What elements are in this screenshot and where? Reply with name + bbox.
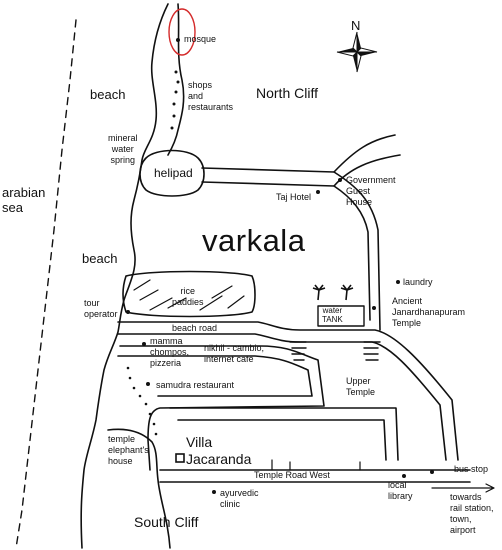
compass-icon: [336, 31, 378, 73]
coastline-dashed: [15, 19, 77, 549]
helipad-label: helipad: [154, 166, 193, 180]
mosque-highlight: [168, 8, 196, 56]
water-tank: [317, 305, 365, 327]
north-cliff-edge: [167, 3, 185, 156]
towards-rail-label: towards rail station, town, airport: [450, 492, 494, 535]
beach-top-label: beach: [90, 87, 126, 102]
ayurvedic-label: ayurvedic clinic: [220, 488, 259, 509]
bus-stop-label: bus stop: [454, 464, 489, 474]
mamma-chompos-label: mamma chompos, pizzeria: [150, 336, 190, 368]
beach-road-label: beach road: [172, 323, 218, 333]
tour-operator-label: tour operator: [84, 298, 118, 319]
villa-jacaranda-marker: [175, 453, 185, 463]
elephant-house-label: temple elephant's house: [108, 434, 149, 466]
palm-trees-icon: [312, 284, 354, 301]
north-cliff-label: North Cliff: [256, 85, 318, 101]
compass-n-label: N: [351, 18, 361, 33]
water-tank-label: water TANK: [322, 306, 343, 324]
road-east-2: [333, 185, 371, 321]
sea-label: arabian sea: [2, 185, 46, 215]
temple-road-label: Temple Road West: [254, 470, 330, 480]
temple-steps: [289, 341, 381, 361]
mosque-label: mosque: [184, 34, 217, 44]
temple-label: Ancient Janardhanapuram Temple: [392, 296, 466, 328]
library-label: local library: [388, 480, 413, 501]
shops-label: shops and restaurants: [188, 80, 234, 112]
cliff-edge: [80, 3, 169, 549]
south-cliff-label: South Cliff: [134, 514, 199, 530]
rice-paddies-hatching: [133, 279, 245, 311]
beach-mid-label: beach: [82, 251, 118, 266]
laundry-label: laundry: [403, 277, 433, 287]
inner-road-2: [117, 355, 313, 397]
mineral-water-label: mineral water spring: [108, 133, 138, 165]
nikhil-label: nikhil - cambio, internet cafe: [204, 343, 265, 364]
location-dots: [126, 38, 434, 494]
rice-paddies-outline: [122, 270, 256, 318]
helipad-outline: [139, 149, 205, 197]
inner-road-1: [119, 345, 325, 471]
taj-hotel-label: Taj Hotel: [276, 192, 312, 202]
arrow-rail-station: [431, 483, 495, 493]
beach-road-1: [117, 321, 459, 461]
villa-jacaranda-label: Villa Jacaranda: [186, 434, 252, 467]
south-road-1: [169, 407, 399, 461]
lower-cliff-road: [107, 428, 171, 549]
south-road-2: [177, 419, 387, 461]
upper-temple-label: Upper Temple: [346, 376, 376, 397]
guest-house-label: Government Guest House: [346, 175, 396, 207]
road-north-1: [201, 134, 396, 173]
road-east-1: [333, 171, 381, 331]
map-title: varkala: [202, 223, 306, 258]
rice-paddies-label: rice paddies: [172, 286, 204, 307]
samudra-label: samudra restaurant: [156, 380, 235, 390]
